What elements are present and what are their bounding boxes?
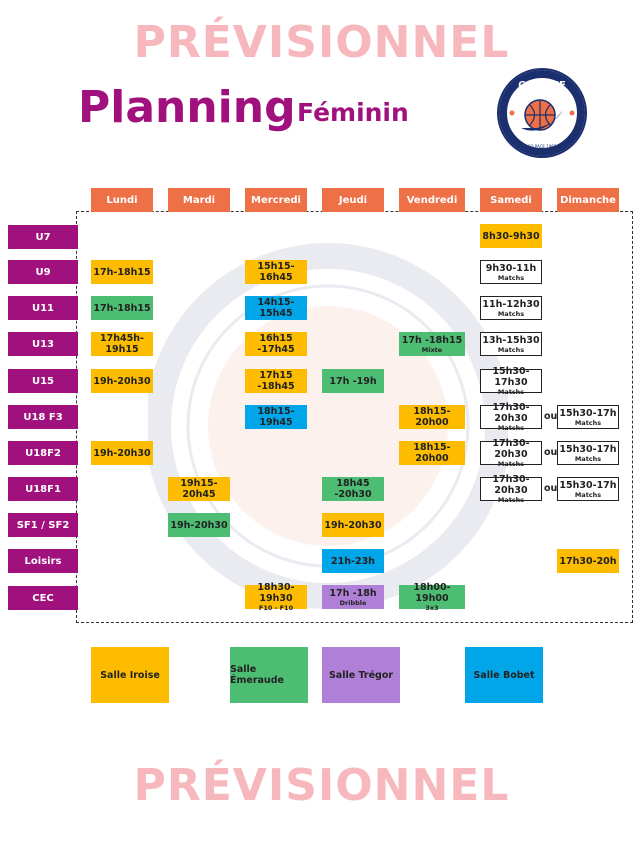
category-loisirs: Loisirs xyxy=(8,549,78,573)
slot-u15-mercredi: 17h15 -18h45 xyxy=(245,369,307,393)
day-header-jeudi: Jeudi xyxy=(322,188,384,212)
slot-u18f2-lundi: 19h-20h30 xyxy=(91,441,153,465)
slot-u11-lundi: 17h-18h15 xyxy=(91,296,153,320)
slot-loisirs-jeudi: 21h-23h xyxy=(322,549,384,573)
or-connector: ou xyxy=(544,411,558,422)
slot-u18f2-vendredi: 18h15-20h00 xyxy=(399,441,465,465)
legend-salle-tregor: Salle Trégor xyxy=(322,647,400,703)
or-connector: ou xyxy=(544,483,558,494)
slot-u18f3-vendredi: 18h15-20h00 xyxy=(399,405,465,429)
club-logo: CO PACE CO PACE 1965 xyxy=(497,68,587,158)
category-sf1-sf2: SF1 / SF2 xyxy=(8,513,78,537)
category-u15: U15 xyxy=(8,369,78,393)
slot-u15-jeudi: 17h -19h xyxy=(322,369,384,393)
legend-salle-iroise: Salle Iroise xyxy=(91,647,169,703)
page-subtitle: Féminin xyxy=(297,98,409,127)
category-u9: U9 xyxy=(8,260,78,284)
day-header-mardi: Mardi xyxy=(168,188,230,212)
slot-sf-jeudi: 19h-20h30 xyxy=(322,513,384,537)
slot-u9-mercredi: 15h15-16h45 xyxy=(245,260,307,284)
day-header-dimanche: Dimanche xyxy=(557,188,619,212)
logo-tagline: CO PACE 1965 xyxy=(528,144,557,149)
category-u18f2: U18F2 xyxy=(8,441,78,465)
slot-sf-mardi: 19h-20h30 xyxy=(168,513,230,537)
category-u11: U11 xyxy=(8,296,78,320)
watermark-bottom: PRÉVISIONNEL xyxy=(133,760,510,811)
category-u18f1: U18F1 xyxy=(8,477,78,501)
or-connector: ou xyxy=(544,447,558,458)
day-header-lundi: Lundi xyxy=(91,188,153,212)
slot-loisirs-dimanche: 17h30-20h xyxy=(557,549,619,573)
slot-u18f3-mercredi: 18h15-19h45 xyxy=(245,405,307,429)
slot-u9-lundi: 17h-18h15 xyxy=(91,260,153,284)
page-title: Planning xyxy=(78,82,296,133)
logo-name: CO PACE xyxy=(518,80,566,91)
category-u13: U13 xyxy=(8,332,78,356)
day-header-samedi: Samedi xyxy=(480,188,542,212)
slot-u13-mercredi: 16h15 -17h45 xyxy=(245,332,307,356)
legend-salle-emeraude: Salle Émeraude xyxy=(230,647,308,703)
slot-u11-mercredi: 14h15-15h45 xyxy=(245,296,307,320)
category-u7: U7 xyxy=(8,225,78,249)
day-header-vendredi: Vendredi xyxy=(399,188,465,212)
category-cec: CEC xyxy=(8,586,78,610)
slot-u13-lundi: 17h45h-19h15 xyxy=(91,332,153,356)
slot-u15-lundi: 19h-20h30 xyxy=(91,369,153,393)
slot-u7-samedi: 8h30-9h30 xyxy=(480,224,542,248)
category-u18f3: U18 F3 xyxy=(8,405,78,429)
legend-salle-bobet: Salle Bobet xyxy=(465,647,543,703)
day-header-mercredi: Mercredi xyxy=(245,188,307,212)
slot-u18f1-mardi: 19h15-20h45 xyxy=(168,477,230,501)
watermark-top: PRÉVISIONNEL xyxy=(133,17,510,68)
slot-u18f1-jeudi: 18h45 -20h30 xyxy=(322,477,384,501)
